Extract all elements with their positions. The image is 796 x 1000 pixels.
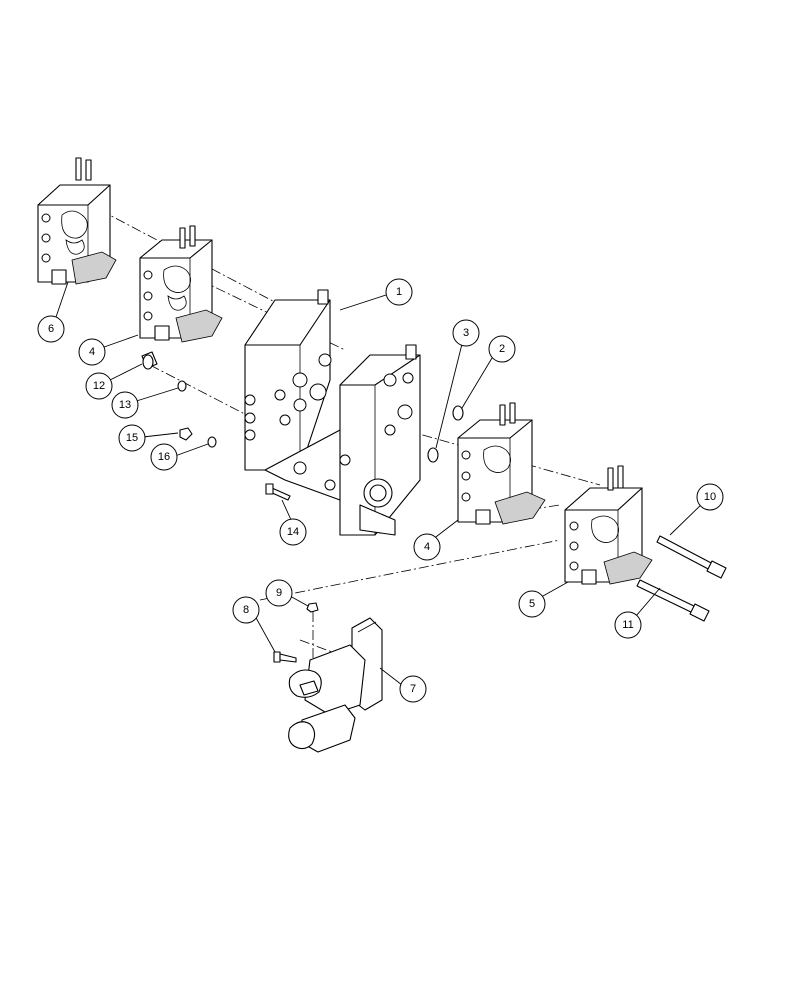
svg-text:11: 11 [622, 619, 633, 631]
o-ring-13 [177, 380, 187, 392]
svg-text:12: 12 [93, 380, 105, 392]
svg-text:13: 13 [119, 399, 131, 411]
svg-text:14: 14 [287, 526, 299, 538]
svg-text:15: 15 [126, 432, 138, 444]
svg-text:9: 9 [276, 587, 282, 599]
valve-section-6 [37, 157, 117, 285]
callout-13: 13 [111, 391, 139, 419]
svg-text:10: 10 [704, 491, 716, 503]
callout-10: 10 [696, 483, 724, 511]
svg-text:6: 6 [48, 323, 54, 335]
callout-4-right: 4 [413, 533, 441, 561]
callout-2: 2 [488, 335, 516, 363]
callout-9: 9 [265, 579, 293, 607]
nut-15 [179, 427, 193, 441]
callout-3: 3 [452, 319, 480, 347]
fitting-12 [141, 351, 158, 370]
washer-16 [207, 436, 217, 448]
callout-6: 6 [37, 315, 65, 343]
callout-5: 5 [518, 590, 546, 618]
callout-16: 16 [150, 443, 178, 471]
svg-text:1: 1 [396, 286, 402, 298]
svg-text:4: 4 [89, 346, 95, 358]
nut-9 [306, 602, 319, 613]
svg-text:2: 2 [499, 343, 505, 355]
callout-1: 1 [385, 278, 413, 306]
callout-8: 8 [232, 596, 260, 624]
screw-8 [273, 651, 297, 663]
o-ring-3 [427, 447, 439, 463]
svg-text:5: 5 [529, 598, 535, 610]
inlet-valve-7 [288, 617, 383, 753]
callout-12: 12 [85, 372, 113, 400]
svg-text:7: 7 [410, 683, 416, 695]
valve-body-1 [244, 289, 421, 536]
svg-text:16: 16 [158, 451, 170, 463]
valve-section-4-left [139, 225, 223, 343]
o-ring-2 [452, 405, 464, 421]
screw-14 [265, 483, 291, 501]
valve-section-5 [564, 465, 653, 585]
bolt-11 [636, 579, 710, 622]
callout-15: 15 [118, 424, 146, 452]
callout-4-left: 4 [78, 338, 106, 366]
callout-7: 7 [399, 675, 427, 703]
callout-11: 11 [614, 611, 642, 639]
svg-text:3: 3 [463, 327, 469, 339]
valve-section-4-right [457, 402, 546, 525]
bolt-10 [656, 535, 727, 579]
svg-text:8: 8 [243, 604, 249, 616]
callout-14: 14 [279, 518, 307, 546]
svg-text:4: 4 [424, 541, 430, 553]
